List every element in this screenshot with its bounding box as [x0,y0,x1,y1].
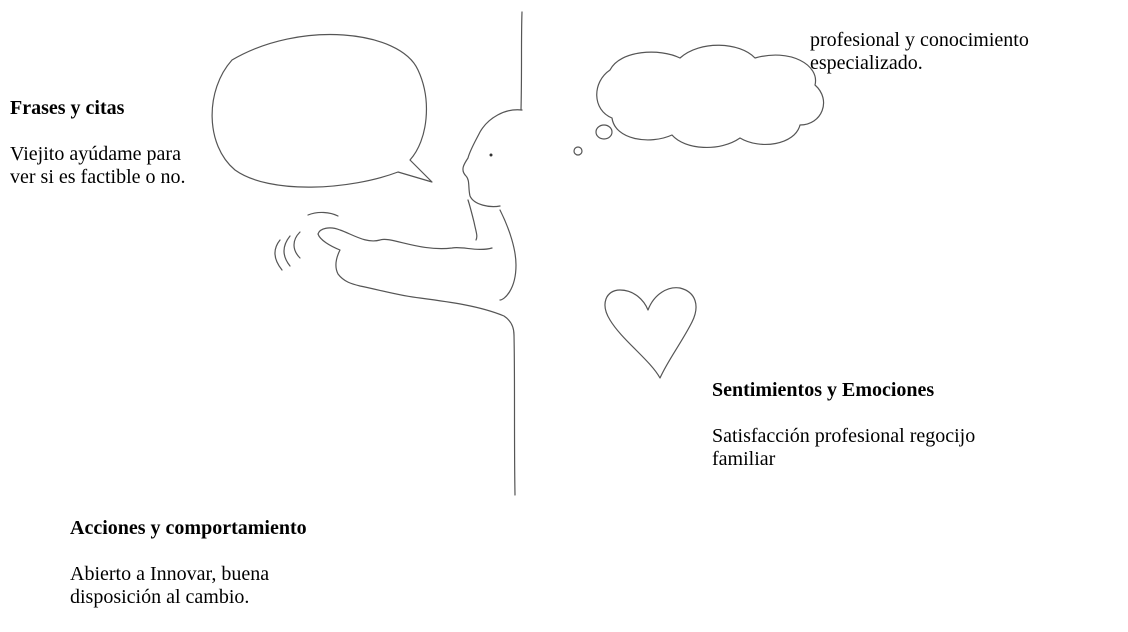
eye-dot [489,153,493,157]
empathy-map: Frases y citas Viejito ayúdame para ver … [10,6,1120,608]
thought-bubble-small [595,124,613,140]
motion-line-4 [274,239,283,271]
heart-icon [604,287,697,379]
thoughts-body: profesional y conocimiento especializado… [810,29,1029,74]
motion-line-3 [283,235,291,267]
motion-line-1 [307,211,339,217]
feelings-section: Sentimientos y Emociones Satisfacción pr… [712,356,1092,494]
motion-line-2 [293,231,301,259]
quotes-section: Frases y citas Viejito ayúdame para ver … [10,74,260,212]
quotes-body: Viejito ayúdame para ver si es factible … [10,143,186,188]
actions-section: Acciones y comportamiento Abierto a Inno… [70,494,450,632]
actions-body: Abierto a Innovar, buena disposición al … [70,563,270,608]
divider-line-upper [520,11,523,111]
actions-heading: Acciones y comportamiento [70,517,307,539]
thought-cloud-icon [596,44,825,149]
divider-line-lower [513,334,516,496]
sketch-drawing [211,11,825,496]
speech-bubble-icon [211,34,433,188]
feelings-heading: Sentimientos y Emociones [712,379,935,401]
person-pointing-icon [317,109,523,336]
thought-bubble-tiny [573,146,583,156]
feelings-body: Satisfacción profesional regocijo famili… [712,425,976,470]
quotes-heading: Frases y citas [10,97,125,119]
thoughts-section: profesional y conocimiento especializado… [810,6,1120,98]
